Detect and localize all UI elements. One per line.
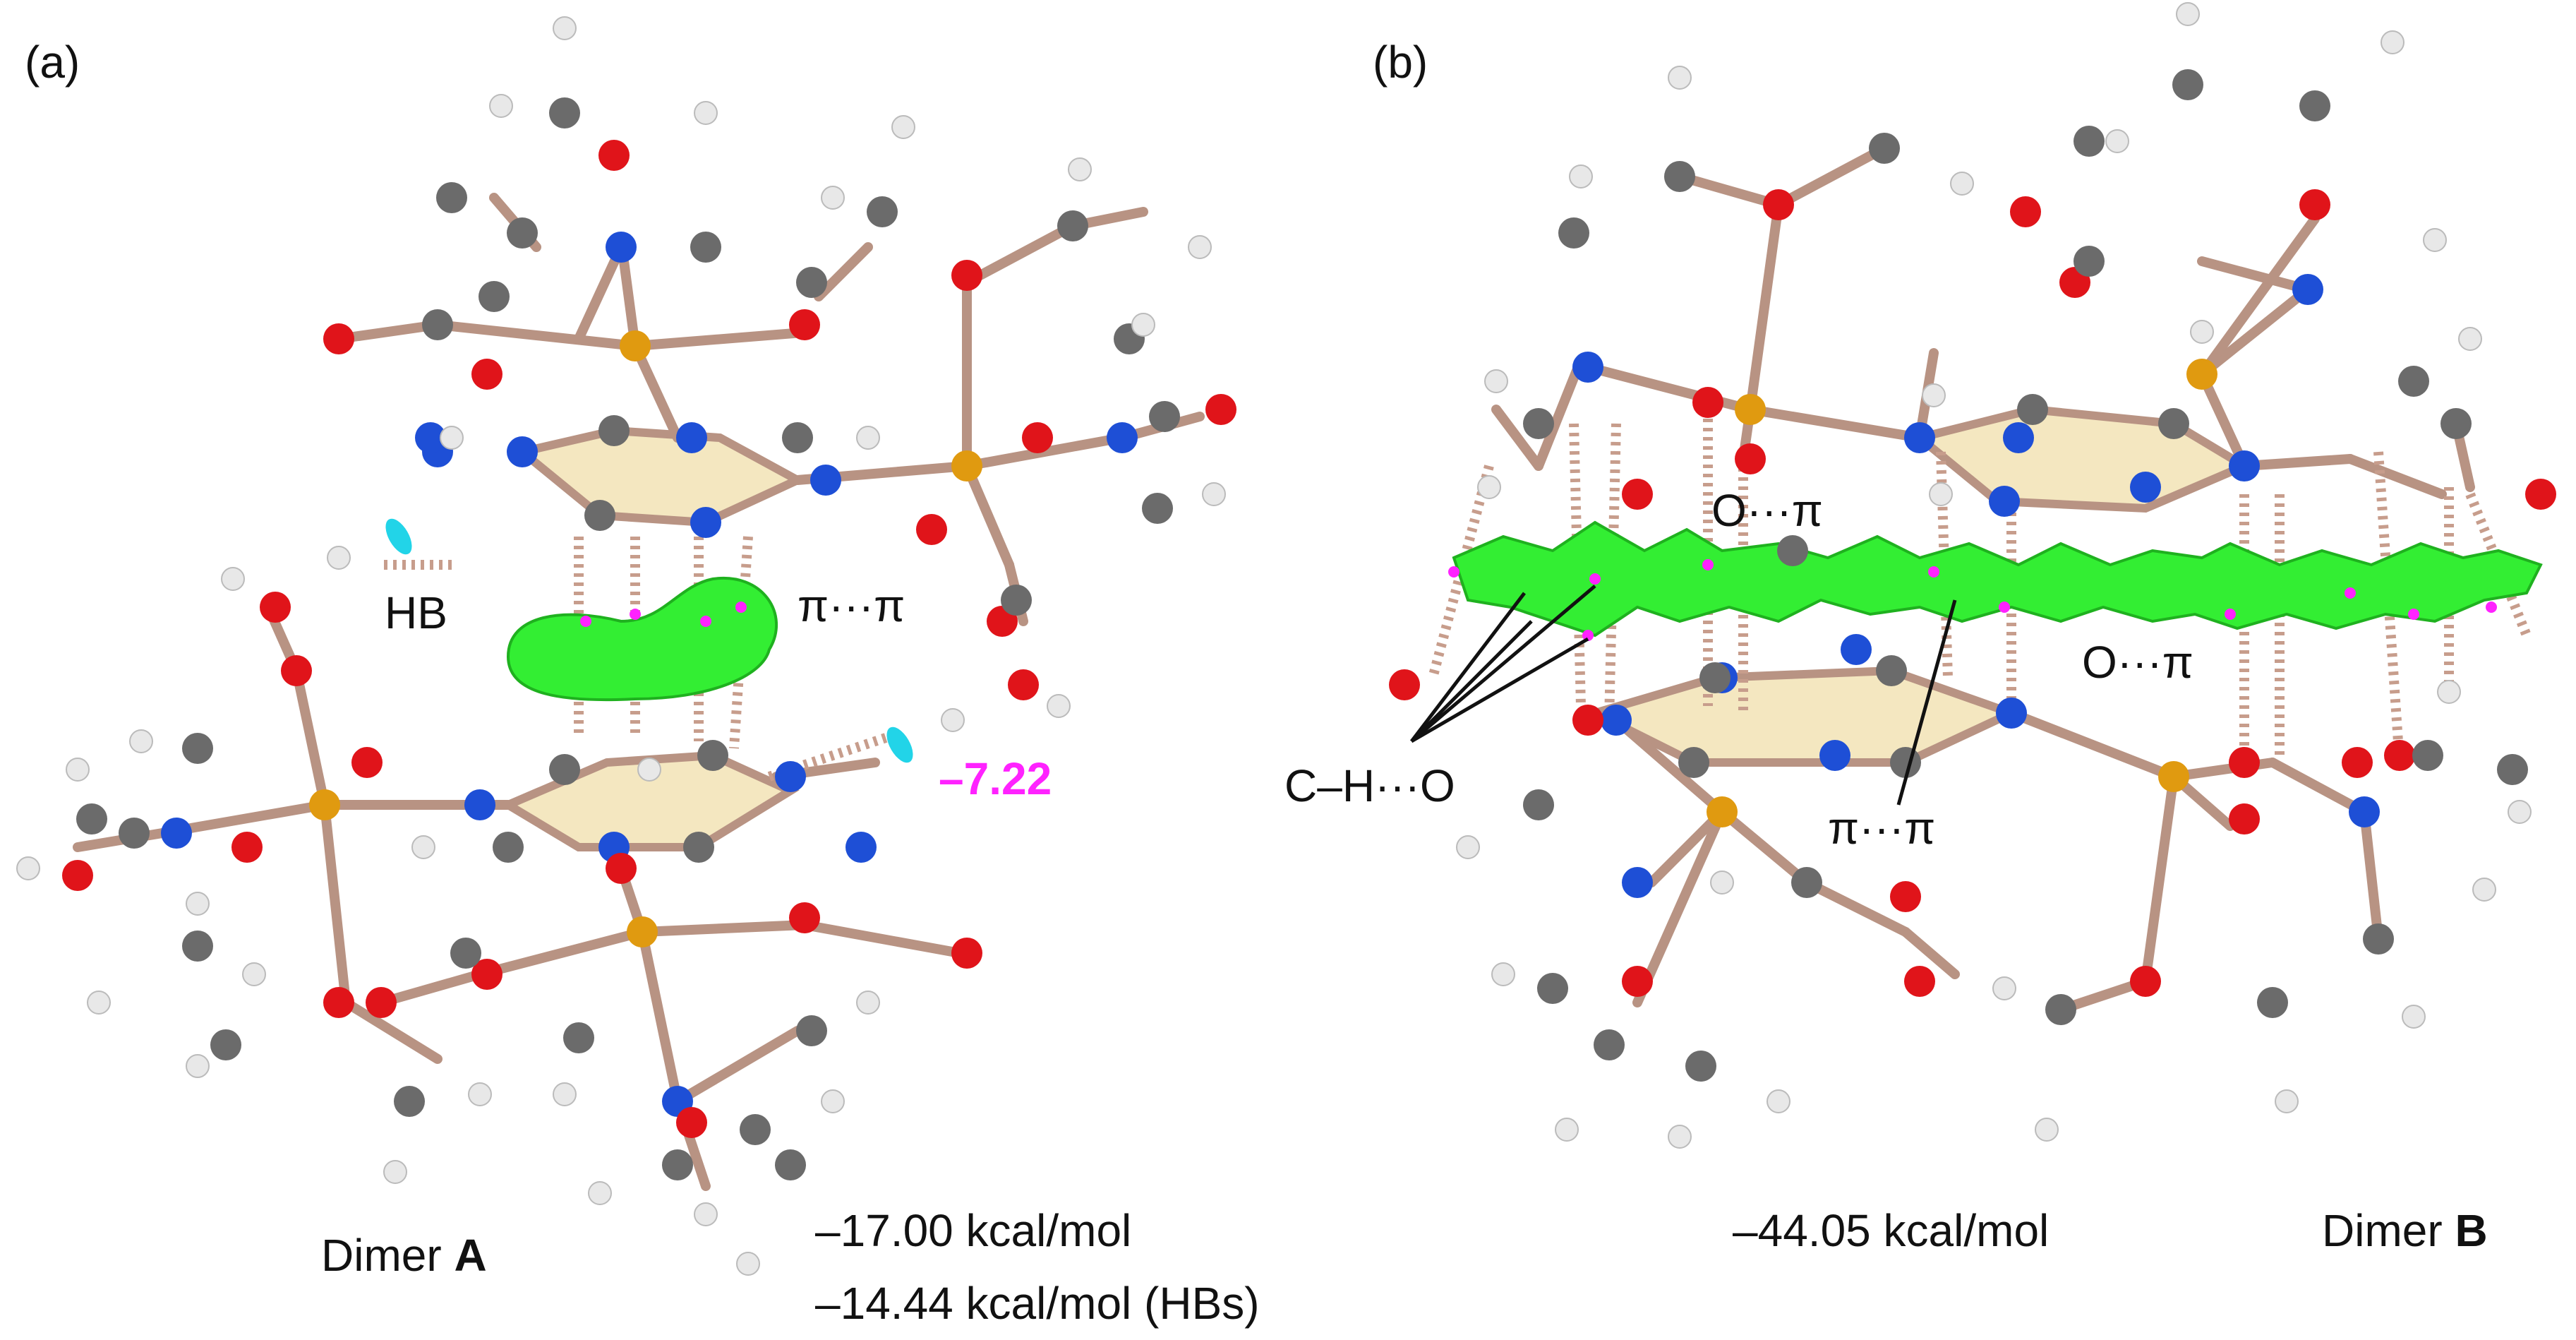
dimer-a-energy-total: –17.00 kcal/mol <box>815 1205 1131 1256</box>
hb-energy-label: –7.22 <box>939 753 1052 804</box>
dimer-b-molecule <box>1389 2 2556 1149</box>
dimer-a-molecule <box>16 16 1236 1276</box>
leader-lines-b <box>1410 585 1957 806</box>
panel-b-letter: (b) <box>1373 37 1428 88</box>
cho-label: C–H···O <box>1284 760 1455 811</box>
nci-surface-b <box>1452 520 2543 638</box>
nci-surface-hb-left <box>385 518 412 555</box>
ring-lower-b <box>1583 666 2023 767</box>
bcps-b <box>1448 559 2497 641</box>
pipi-label-b: π···π <box>1828 803 1935 854</box>
panel-b: (b) <box>1284 2 2556 1256</box>
atoms-b <box>1389 2 2556 1149</box>
panel-a-letter: (a) <box>25 37 80 88</box>
hb-label: HB <box>385 587 447 638</box>
pipi-label-a: π···π <box>798 580 905 631</box>
panel-a: (a) <box>16 16 1260 1329</box>
dimer-a-label: Dimer A <box>321 1230 487 1281</box>
nci-surface-hb-right <box>886 726 913 763</box>
opi-label-2: O···π <box>2082 637 2193 688</box>
opi-label-1: O···π <box>1711 485 1823 536</box>
dimer-b-energy-total: –44.05 kcal/mol <box>1733 1205 2049 1256</box>
bcps-a <box>580 602 747 627</box>
ring-upper-b <box>1910 405 2254 513</box>
nci-surface-pipi <box>506 576 778 702</box>
atoms-a <box>16 16 1236 1276</box>
dimer-a-energy-hbs: –14.44 kcal/mol (HBs) <box>815 1278 1260 1329</box>
dimer-b-label: Dimer B <box>2322 1205 2488 1256</box>
ring-upper <box>512 426 807 527</box>
